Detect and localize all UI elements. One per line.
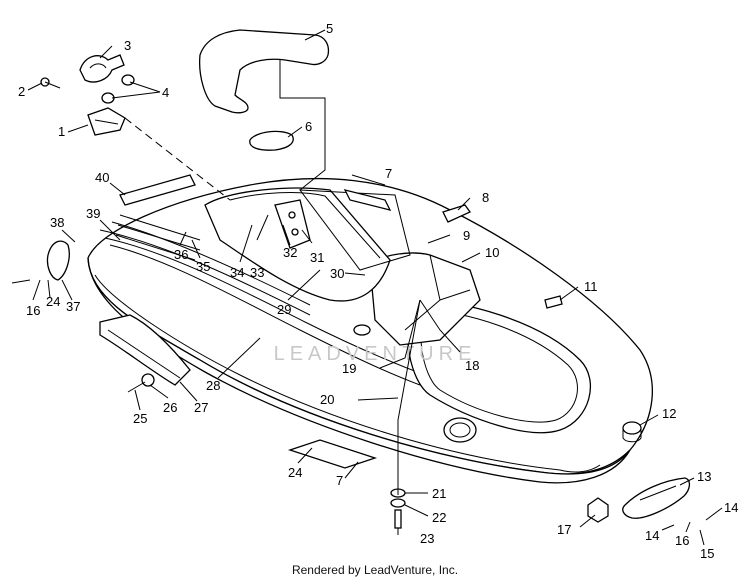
callout-29: 29	[277, 302, 291, 317]
callout-10: 10	[485, 245, 499, 260]
callout-35: 35	[196, 259, 210, 274]
screw-part	[40, 77, 61, 89]
callout-11: 11	[584, 279, 598, 294]
callout-32: 32	[283, 245, 297, 260]
callout-15: 15	[700, 546, 714, 560]
callout-12: 12	[662, 406, 676, 421]
callout-21: 21	[432, 486, 446, 501]
handle-bar-part	[199, 29, 330, 114]
callout-8: 8	[482, 190, 489, 205]
callout-9: 9	[463, 228, 470, 243]
callout-7a: 7	[385, 166, 392, 181]
callout-5: 5	[326, 21, 333, 36]
trim-strip-part	[287, 439, 378, 469]
callout-14a: 14	[724, 500, 738, 515]
callout-7b: 7	[336, 473, 343, 488]
callout-39: 39	[86, 206, 100, 221]
callout-38: 38	[50, 215, 64, 230]
callout-2: 2	[18, 84, 25, 99]
leader-lines	[11, 29, 723, 546]
hull	[87, 177, 653, 484]
watermark: LEADVENTURE	[274, 343, 477, 365]
callout-37: 37	[66, 299, 80, 314]
callout-34: 34	[230, 265, 244, 280]
footer-credit: Rendered by LeadVenture, Inc.	[291, 563, 459, 577]
callout-23: 23	[420, 531, 434, 546]
decal-right-part	[343, 189, 392, 211]
washers-part	[101, 74, 135, 104]
callout-36: 36	[174, 247, 188, 262]
callout-20: 20	[320, 392, 334, 407]
side-panel-part	[99, 314, 191, 386]
callout-3: 3	[124, 38, 131, 53]
callout-24b: 24	[288, 465, 302, 480]
small-bracket-part	[274, 199, 311, 249]
vent-part	[353, 324, 371, 336]
callout-22: 22	[432, 510, 446, 525]
pad-part	[249, 130, 294, 151]
fitting-part	[87, 107, 126, 136]
callout-40: 40	[95, 170, 109, 185]
parts-diagram: LEADVENTURE	[11, 21, 738, 560]
clip-part	[442, 204, 471, 223]
decal-left-part	[119, 174, 196, 206]
callout-labels: 1 2 3 4 5 6 7 7 8 9 10 11 12 13 14 14 15…	[18, 21, 738, 560]
callout-27: 27	[194, 400, 208, 415]
grab-handle-part	[46, 240, 70, 281]
washer-bolt-part	[127, 373, 155, 393]
callout-26: 26	[163, 400, 177, 415]
callout-13: 13	[697, 469, 711, 484]
callout-6: 6	[305, 119, 312, 134]
reference-dashed-line	[124, 117, 231, 201]
callout-14b: 14	[645, 528, 659, 543]
callout-25: 25	[133, 411, 147, 426]
callout-33: 33	[250, 265, 264, 280]
callout-17: 17	[557, 522, 571, 537]
callout-28: 28	[206, 378, 220, 393]
callout-16a: 16	[26, 303, 40, 318]
cooling-tube-part	[79, 54, 125, 83]
bumper-part	[622, 477, 691, 519]
callout-24a: 24	[46, 294, 60, 309]
callout-30: 30	[330, 266, 344, 281]
callout-16b: 16	[675, 533, 689, 548]
callout-4: 4	[162, 85, 169, 100]
callout-31: 31	[310, 250, 324, 265]
callout-19: 19	[342, 361, 356, 376]
tag-part	[544, 295, 563, 309]
callout-1: 1	[58, 124, 65, 139]
drain-plug-part	[622, 421, 642, 443]
callout-18: 18	[465, 358, 479, 373]
